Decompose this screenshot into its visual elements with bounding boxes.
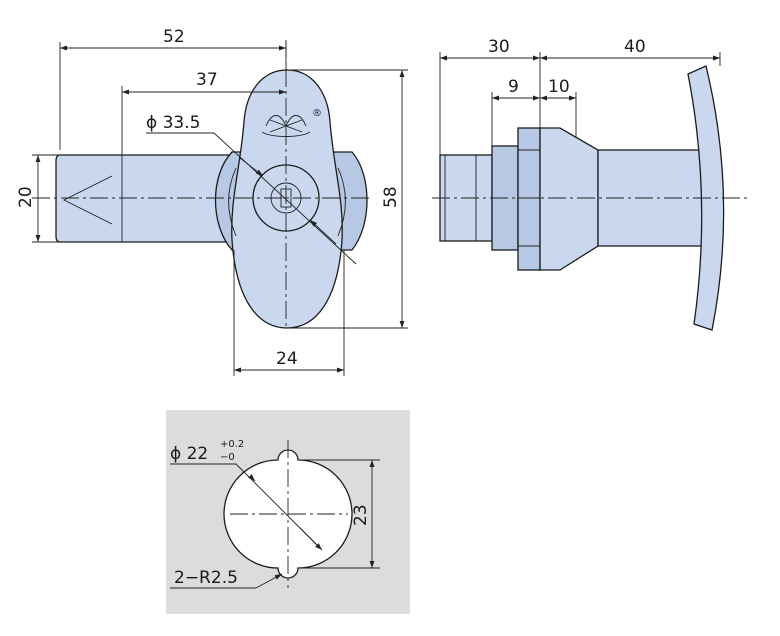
dim-neck-label: 24	[276, 349, 298, 369]
dim-collar-label: 10	[548, 77, 570, 97]
cutout-diameter-label: ϕ 22	[170, 444, 208, 464]
cutout-tol-lower: −0	[220, 452, 235, 463]
lock-flange	[539, 127, 599, 271]
side-view: 30 40 9 10	[432, 37, 750, 331]
dim-height-label: 58	[381, 186, 401, 208]
dim-width-label: 52	[163, 27, 185, 47]
registered-mark: ®	[312, 108, 322, 119]
dim-shaft-label: 20	[16, 186, 36, 208]
cutout-tol-upper: +0.2	[220, 439, 244, 450]
dim-key-offset-label: 37	[196, 70, 218, 90]
panel-cutout-detail: ϕ 22 +0.2 −0 23 2−R2.5	[166, 410, 410, 614]
lock-tongue	[55, 154, 237, 243]
dim-thread-label: 9	[508, 77, 519, 97]
dim-diameter-label: ϕ 33.5	[146, 113, 200, 133]
cutout-radius-label: 2−R2.5	[174, 568, 238, 588]
dim-handle-label: 40	[624, 37, 646, 57]
cutout-span-label: 23	[351, 504, 371, 526]
front-view: ® 52 37 ϕ 33.5 20 58 24	[16, 27, 408, 376]
dim-body-label: 30	[488, 37, 510, 57]
